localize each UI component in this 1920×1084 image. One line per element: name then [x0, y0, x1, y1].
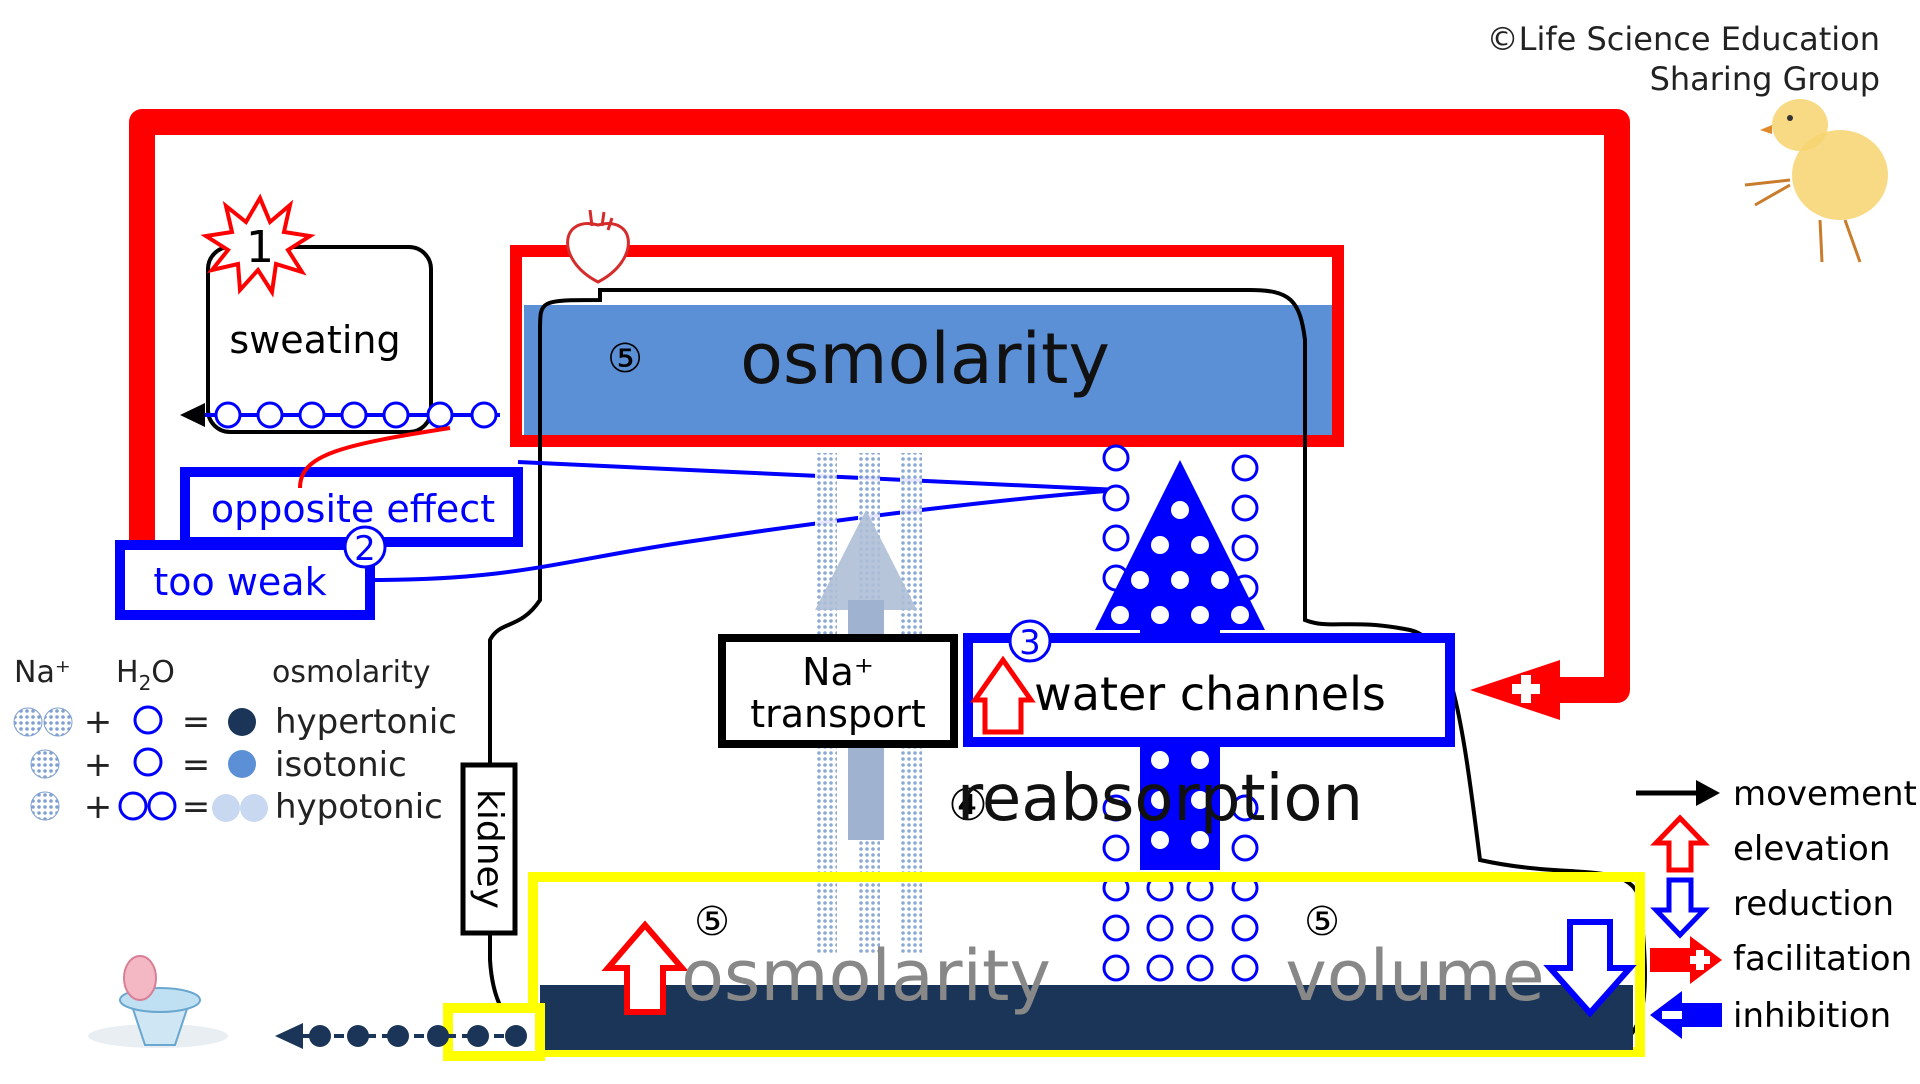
marker-five-volume: ⑤	[1304, 899, 1340, 945]
legend-elevation-arrow	[1650, 814, 1710, 873]
marker-five-plasma: ⑤	[607, 336, 643, 382]
elevation-arrow-water-channels	[970, 655, 1036, 735]
legend-inhibition-minus	[1662, 1011, 1682, 1019]
legend-facilitation-arrow	[1650, 936, 1722, 984]
marker-three-circle	[1008, 619, 1052, 663]
chick-icon	[1744, 99, 1888, 263]
reabsorption-arrow-molecules	[1111, 501, 1249, 849]
key-plus: +	[84, 787, 113, 827]
legend-elevation-label: elevation	[1733, 829, 1890, 869]
key-na-dot	[30, 791, 60, 821]
key-header-h2o: H2O	[116, 655, 175, 695]
kidney-label: kidney	[469, 789, 510, 909]
key-plus: +	[84, 702, 113, 742]
marker-five-osmolarity: ⑤	[694, 899, 730, 945]
marker-two-circle	[343, 525, 387, 569]
arrow-legend: movement elevation reduction facilitatio…	[1636, 774, 1917, 1039]
sweat-water-molecules	[214, 401, 498, 429]
key-equals: =	[182, 745, 211, 785]
key-hypertonic-dot	[228, 708, 256, 736]
sweat-water-arrowhead	[180, 403, 205, 427]
legend-movement-label: movement	[1733, 774, 1917, 814]
too-weak-link	[369, 488, 1121, 582]
legend-inhibition-arrow	[1650, 991, 1722, 1039]
urine-fluid	[540, 985, 1633, 1050]
key-na-dot	[43, 707, 73, 737]
legend-movement-arrowhead	[1696, 780, 1720, 806]
key-isotonic-label: isotonic	[275, 745, 407, 785]
key-hypertonic-label: hypertonic	[275, 702, 457, 742]
legend-facilitation-label: facilitation	[1733, 939, 1912, 979]
key-isotonic-dot	[228, 750, 256, 778]
osmolarity-key: Na⁺ H2O osmolarity + = hypertonic + = is…	[13, 655, 457, 827]
kidney-label-box	[460, 762, 518, 936]
key-water-circle	[133, 747, 163, 777]
starburst-icon	[200, 193, 316, 298]
facilitation-loop	[129, 109, 1630, 703]
sweating-label: sweating	[229, 318, 400, 362]
plasma-osmolarity-label: osmolarity	[740, 318, 1110, 400]
na-transport-label-1: Na⁺	[802, 650, 874, 694]
key-plus: +	[84, 745, 113, 785]
na-transport-label-2: transport	[750, 692, 926, 736]
red-link-line	[298, 426, 451, 489]
legend-reduction-label: reduction	[1733, 884, 1894, 924]
copyright-line-2: Sharing Group	[1650, 60, 1880, 98]
water-channels-label: water channels	[1034, 667, 1386, 721]
marker-four: ④	[948, 780, 987, 831]
marker-two: 2	[354, 529, 376, 569]
plasma-fluid	[524, 305, 1332, 435]
key-hypotonic-dot	[240, 794, 268, 822]
toilet-icon	[88, 955, 228, 1048]
key-equals: =	[182, 702, 211, 742]
reabsorption-label: reabsorption	[957, 762, 1363, 836]
urine-volume-label: volume	[1285, 935, 1544, 1017]
reduction-arrow-volume	[1543, 919, 1637, 1018]
legend-reduction-arrow	[1650, 877, 1710, 939]
key-hypotonic-label: hypotonic	[275, 787, 443, 827]
water-channels-box	[963, 633, 1455, 747]
elevation-arrow-osmolarity	[601, 920, 689, 1015]
too-weak-label: too weak	[153, 560, 326, 604]
urine-osmolarity-label: osmolarity	[681, 935, 1051, 1017]
urine-flow-arrowhead	[275, 1023, 303, 1049]
legend-inhibition-label: inhibition	[1733, 996, 1891, 1036]
key-hypotonic-dot	[212, 794, 240, 822]
key-equals: =	[182, 787, 211, 827]
copyright-line-1: ©Life Science Education	[1487, 20, 1880, 58]
key-header-na: Na⁺	[14, 655, 71, 690]
key-water-circle	[118, 791, 148, 821]
opposite-effect-box	[180, 467, 523, 547]
heart-icon	[566, 209, 630, 284]
legend-facilitation-plus-v	[1696, 950, 1704, 970]
key-na-dot	[30, 749, 60, 779]
key-header-osmolarity: osmolarity	[272, 655, 430, 690]
facilitation-arrowhead	[1470, 660, 1560, 720]
urine-box	[528, 872, 1645, 1057]
marker-one: 1	[246, 222, 274, 273]
key-water-circle	[147, 791, 177, 821]
na-transport-box	[718, 634, 958, 748]
marker-three: 3	[1019, 623, 1041, 663]
key-na-dot	[13, 707, 43, 737]
opposite-effect-label: opposite effect	[211, 487, 495, 531]
too-weak-box	[115, 540, 375, 620]
urine-solute-dots	[309, 1025, 527, 1047]
sweating-box	[206, 245, 433, 434]
opposite-effect-link	[517, 460, 1121, 492]
key-water-circle	[133, 705, 163, 735]
